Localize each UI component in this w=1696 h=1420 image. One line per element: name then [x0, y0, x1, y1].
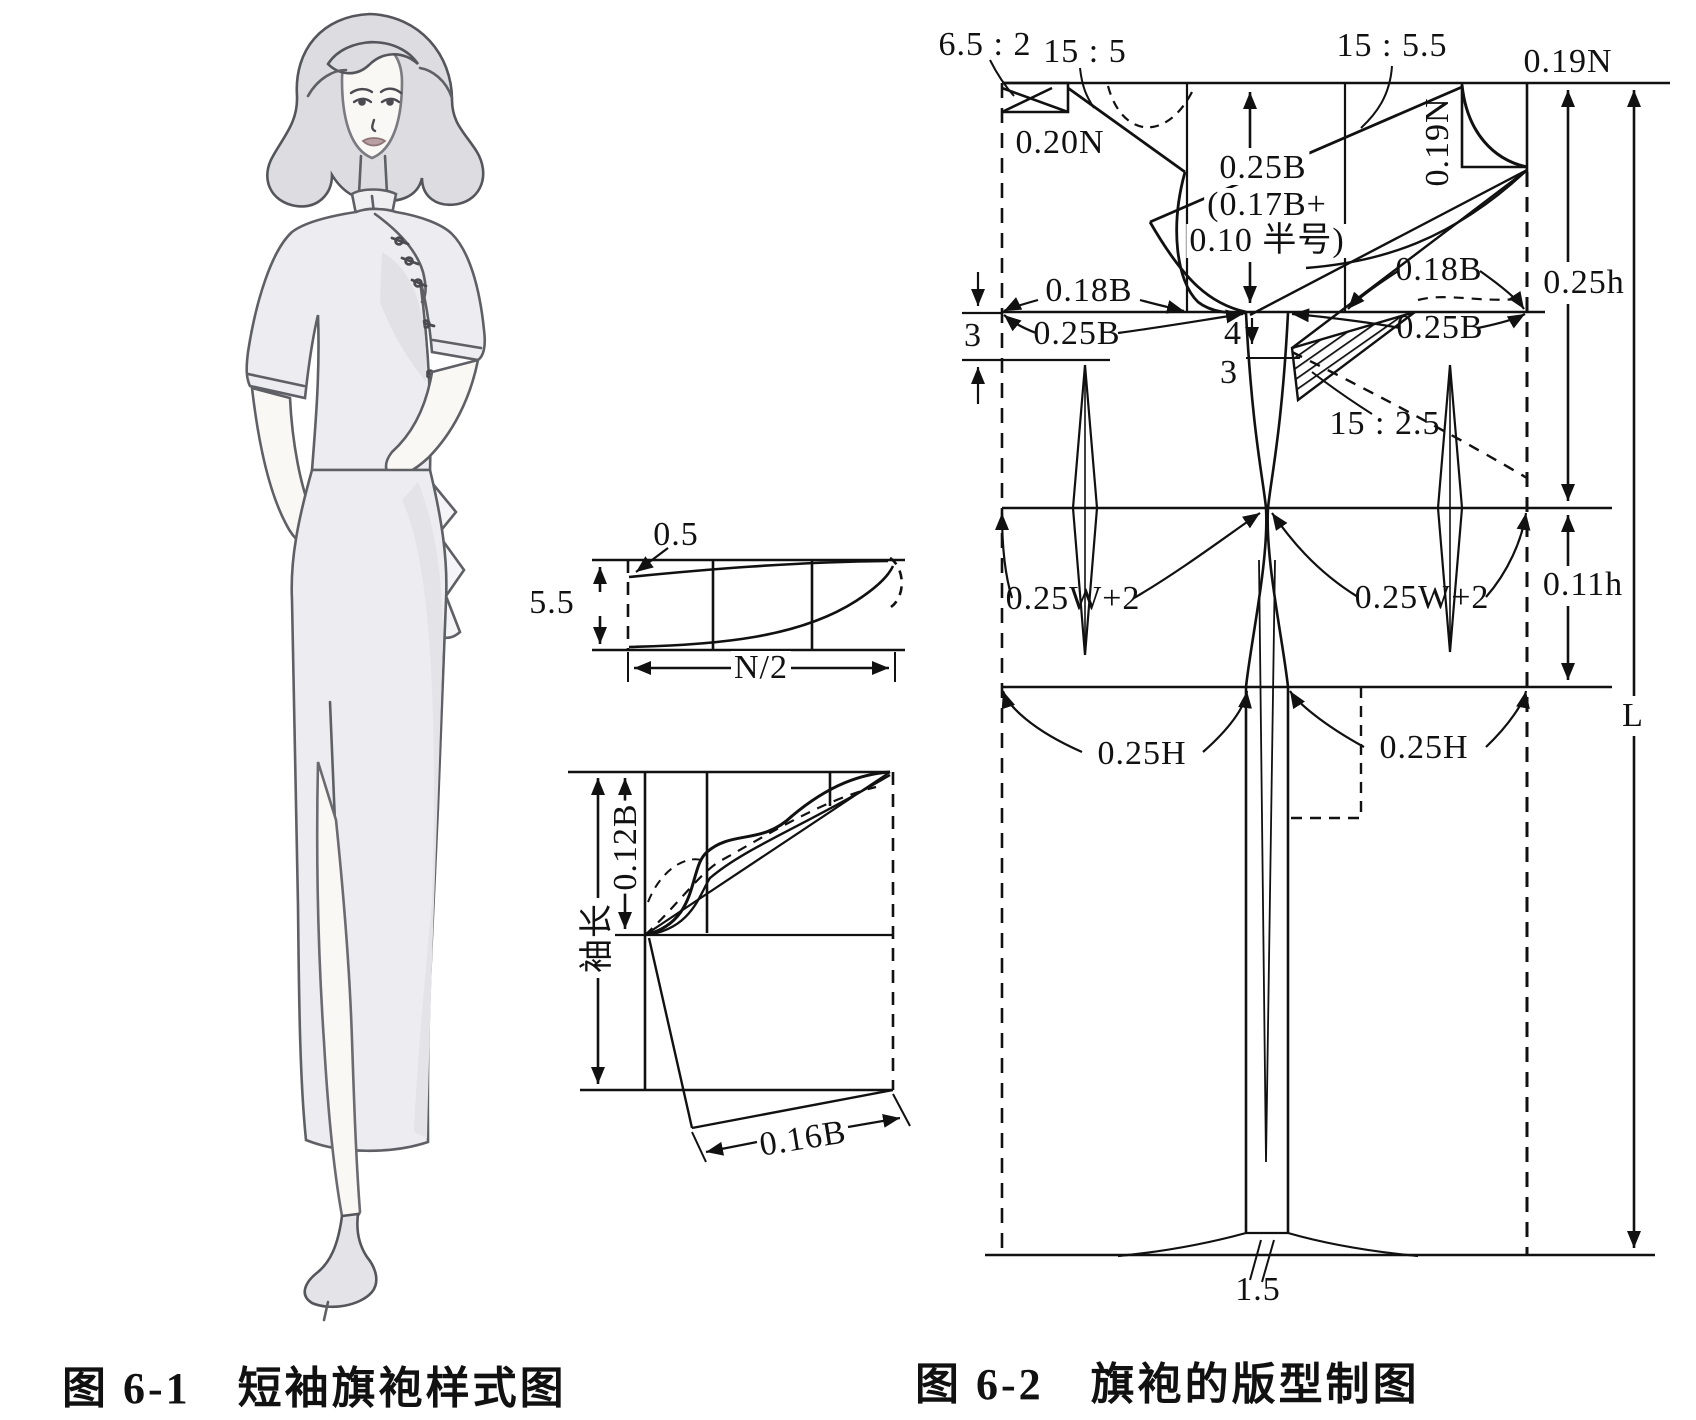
underarm-slant	[647, 937, 694, 1129]
label-front-bust: 0.25B	[1396, 309, 1484, 346]
label-collar-rise: 0.5	[653, 516, 699, 553]
label-hip-level: 0.11h	[1539, 568, 1627, 602]
label-back-collar-ratio: 6.5 : 2	[938, 26, 1032, 63]
label-underarm-3: 3	[1220, 354, 1238, 391]
shading-bodice	[380, 252, 427, 382]
shading-skirt	[402, 482, 443, 1138]
front-opening-dashed	[1291, 350, 1528, 480]
placket	[373, 212, 427, 304]
cap-curve-a	[644, 770, 891, 937]
caption-figure-6-1: 图 6-1 短袖旗袍样式图	[62, 1364, 567, 1413]
label-back-waist: 0.25W+2	[1005, 580, 1141, 617]
front-armhole	[1148, 221, 1247, 314]
sleeve-draft-diagram	[568, 770, 911, 1163]
label-front-waist: 0.25W+2	[1354, 579, 1490, 616]
front-side-seam	[1266, 312, 1290, 1233]
collar-draft-diagram	[592, 547, 905, 682]
label-front-shoulder-ratio: 15 : 5.5	[1336, 27, 1448, 64]
neck	[357, 154, 389, 196]
label-back-bust: 0.25B	[1033, 315, 1121, 352]
label-collar-width: N/2	[731, 651, 791, 685]
label-waist-level: 0.25h	[1540, 266, 1628, 300]
label-front-neck-width: 0.19N	[1523, 43, 1613, 80]
label-back-drop: 3	[964, 317, 982, 354]
cap-curve-dashed	[644, 785, 877, 936]
dart-ratio-leader	[1311, 371, 1373, 415]
label-underarm-4: 4	[1224, 315, 1242, 352]
bust-wave-dashed	[1417, 296, 1528, 302]
label-back-neck-ratio: 15 : 5	[1043, 33, 1127, 70]
collar-end-cap	[889, 556, 903, 609]
facial-features	[349, 87, 403, 147]
collar-outer-curve	[628, 559, 889, 579]
back-neck-dashed	[1106, 85, 1193, 129]
back-side-seam	[1244, 312, 1268, 1233]
label-front-neck-depth: 0.19N	[1419, 97, 1456, 187]
shoe	[303, 1212, 378, 1309]
caption-figure-6-2: 图 6-2 旗袍的版型制图	[915, 1360, 1420, 1409]
cuff-right-arm	[246, 372, 306, 388]
label-armhole-depth-3: 0.10 半号)	[1186, 224, 1348, 258]
label-hem-flare: 1.5	[1235, 1271, 1281, 1308]
front-waist-dart	[1436, 364, 1464, 653]
label-bust-dart-ratio: 15 : 2.5	[1329, 405, 1441, 442]
qipao-fashion-illustration	[245, 12, 487, 1322]
skirt-dart-spike	[1258, 559, 1276, 1163]
label-back-width: 0.18B	[1045, 272, 1133, 309]
label-cap-height: 0.12B	[607, 800, 644, 894]
hip-jog-dashed	[1288, 687, 1363, 820]
label-collar-height: 5.5	[529, 584, 575, 621]
collar-neck-curve	[628, 565, 895, 649]
label-front-hip: 0.25H	[1379, 729, 1469, 766]
front-neck-curve	[1460, 84, 1528, 169]
bust-dart-wedge	[1290, 310, 1416, 403]
cuff-left-arm	[431, 338, 483, 350]
label-front-width: 0.18B	[1395, 251, 1483, 288]
hair-fringe	[326, 40, 420, 75]
hair-wave	[306, 66, 454, 100]
back-shoulder	[1067, 86, 1186, 174]
label-back-neck-width: 0.20N	[1015, 124, 1105, 161]
heel	[322, 1300, 330, 1322]
cap-curve-b	[644, 773, 891, 937]
hem-flare-leader	[1249, 1239, 1275, 1283]
back-waist-dart	[1071, 364, 1099, 656]
label-armhole-depth-2: (0.17B+	[1204, 188, 1330, 222]
label-armhole-depth-1: 0.25B	[1216, 151, 1310, 185]
collar-rise-leader	[635, 547, 669, 573]
label-sleeve-length: 袖长	[579, 900, 616, 976]
cap-bubble	[647, 858, 709, 903]
label-back-hip: 0.25H	[1097, 735, 1187, 772]
hem-slant	[691, 1088, 894, 1130]
label-garment-length: L	[1619, 699, 1647, 733]
